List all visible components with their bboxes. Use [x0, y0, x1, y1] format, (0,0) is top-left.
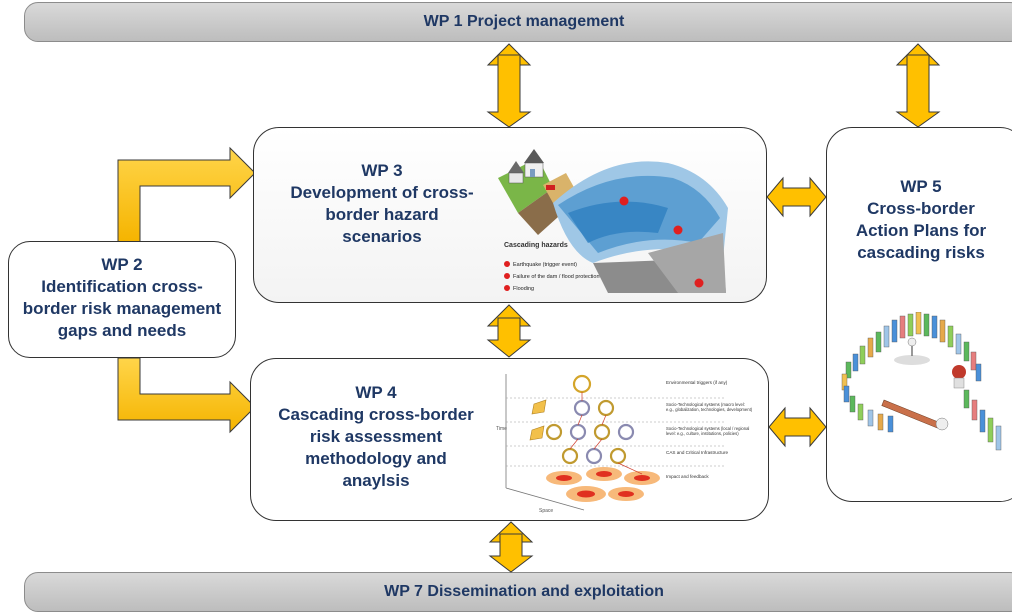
- arrow-wp4-wp5: [768, 406, 827, 448]
- wp2-box: [8, 241, 236, 358]
- arrow-wp2-to-wp3: [117, 146, 256, 243]
- arrow-wp1-wp3: [486, 43, 532, 128]
- level-label-3: Socio-Technological systems (local / reg…: [666, 426, 750, 436]
- wp5-title: WP 5 Cross-border Action Plans for casca…: [855, 177, 987, 262]
- wp4-cascade-illustration: Time Space En: [496, 374, 753, 514]
- arrow-wp4-wp7: [488, 521, 534, 573]
- arrow-wp1-wp5: [895, 43, 941, 128]
- wp4-title: WP 4 Cascading cross-border risk assessm…: [278, 383, 474, 490]
- legend-item-1: Earthquake (trigger event): [513, 262, 577, 268]
- wp1-bar: WP 1 Project management: [24, 2, 1012, 42]
- legend-item-3: Flooding: [513, 286, 534, 292]
- legend-title: Cascading hazards: [504, 242, 568, 249]
- wp1-label: WP 1 Project management: [423, 13, 625, 30]
- wp4-box: [250, 358, 769, 521]
- wp2-title: WP 2 Identification cross- border risk m…: [22, 255, 222, 340]
- arrow-wp3-wp4: [486, 304, 532, 358]
- wp7-label: WP 7 Dissemination and exploitation: [384, 583, 664, 600]
- houses-icon: [508, 149, 544, 184]
- level-label-5: Impact and feedback: [666, 474, 709, 479]
- arrow-wp2-to-wp4: [117, 357, 256, 434]
- person-icon: [894, 337, 930, 365]
- x-axis-label: Space: [539, 508, 553, 514]
- wp7-bar: WP 7 Dissemination and exploitation: [24, 572, 1012, 612]
- level-label-1: Environmental triggers (if any): [666, 380, 728, 385]
- level-label-4: CAS and Critical Infrastructure: [666, 450, 728, 455]
- arrow-wp3-wp5: [766, 176, 827, 218]
- legend-item-2: Failure of the dam / flood protection: [513, 274, 600, 280]
- wp3-hazard-illustration: Cascading hazards Earthquake (trigger ev…: [498, 149, 728, 293]
- wp3-title: WP 3 Development of cross- border hazard…: [290, 161, 474, 246]
- level-label-2: Socio-Technological systems (macro level…: [666, 402, 753, 412]
- wp5-domino-illustration: [841, 312, 1002, 451]
- y-axis-label: Time: [496, 426, 507, 432]
